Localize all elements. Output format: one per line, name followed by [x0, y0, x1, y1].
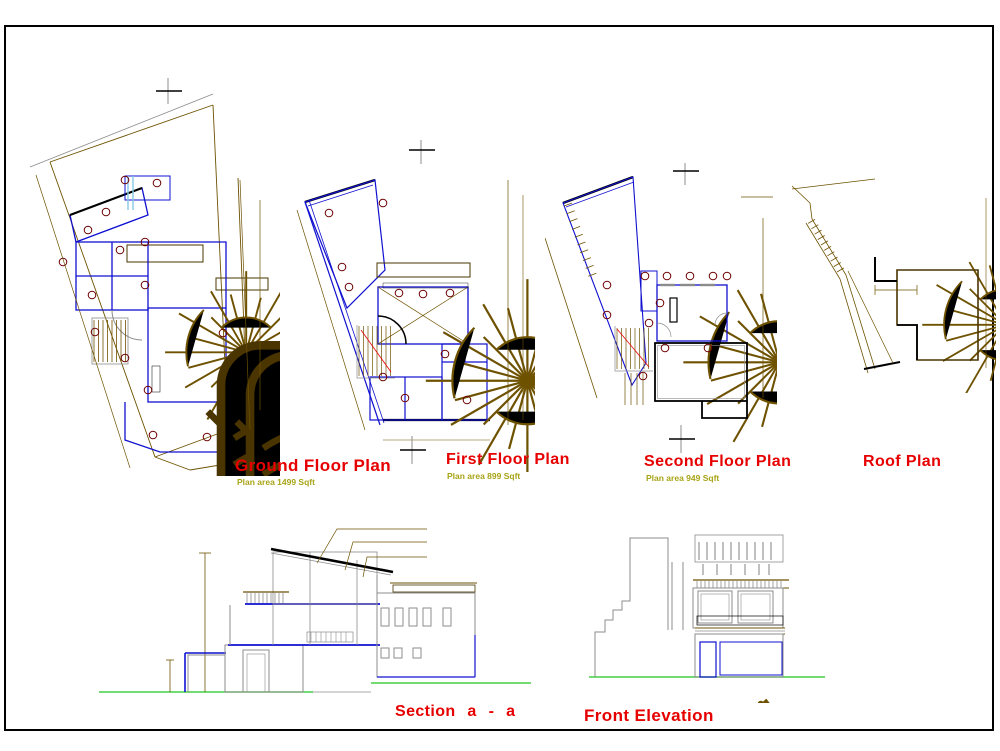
second-floor-area-note: Plan area 949 Sqft: [646, 473, 720, 483]
glass-facade: [694, 534, 784, 575]
room-labels: [867, 298, 888, 317]
dimension-lines: [847, 198, 987, 368]
stairs: [356, 325, 395, 379]
plot-boundary: [29, 93, 249, 471]
front-elevation-title: Front Elevation: [584, 706, 714, 725]
tree-icon: [921, 240, 996, 393]
ground-floor-area-note: Plan area 1499 Sqft: [237, 477, 315, 487]
stairs: [91, 317, 161, 393]
stair-tower: [671, 562, 684, 630]
section-cut-marker: [156, 78, 182, 104]
first-floor-title: First Floor Plan: [446, 451, 570, 468]
railing: [243, 582, 477, 603]
section-cut-marker: [669, 163, 699, 453]
first-floor-plan-drawing: [296, 140, 535, 472]
sloped-wing: [562, 175, 647, 387]
ground-floor-title: Ground Floor Plan: [235, 456, 392, 475]
building-section: [184, 551, 476, 693]
ground-line: [99, 682, 531, 693]
dimension-lines: [545, 196, 773, 399]
second-floor-title: Second Floor Plan: [644, 453, 792, 470]
section-cut-marker: [400, 140, 435, 464]
ground-floor-plan-drawing: [29, 78, 280, 476]
walls: [640, 270, 748, 419]
roof-outline: [863, 257, 918, 370]
first-floor-area-note: Plan area 899 Sqft: [447, 471, 521, 481]
balcony-hatch: [376, 262, 471, 289]
roof-slope-hatch: [563, 202, 597, 277]
roof-slab: [270, 547, 394, 576]
wall-studs: [257, 570, 409, 675]
dimension-lines: [35, 174, 261, 469]
stair-hatch: [807, 218, 845, 273]
boundary-wall-steps: [594, 537, 669, 677]
leader-callouts: [316, 528, 427, 578]
plot-boundary: [791, 178, 876, 374]
roof-plan-title: Roof Plan: [863, 453, 942, 470]
stairs: [614, 326, 653, 405]
walls: [69, 175, 227, 453]
middle-floor: [692, 587, 785, 635]
section-drawing: [99, 528, 531, 693]
dimension-lines: [296, 180, 524, 441]
deck-hatch: [126, 244, 269, 291]
garage-door: [719, 641, 783, 676]
column-markers: [324, 198, 472, 405]
drawing-border: [4, 25, 994, 731]
room-labels: [277, 587, 455, 680]
walls: [304, 178, 490, 426]
garage: [694, 633, 784, 678]
void-cross: [377, 286, 469, 345]
front-elevation-drawing: [589, 534, 825, 703]
windows: [380, 607, 452, 659]
section-title: Section a - a: [395, 703, 516, 720]
roof-plan-drawing: [791, 178, 996, 393]
railing: [693, 579, 789, 589]
column-markers: [602, 271, 732, 381]
dimension-poles: [166, 552, 211, 692]
tree-side-icon: [684, 698, 825, 703]
second-floor-plan-drawing: [545, 163, 777, 457]
